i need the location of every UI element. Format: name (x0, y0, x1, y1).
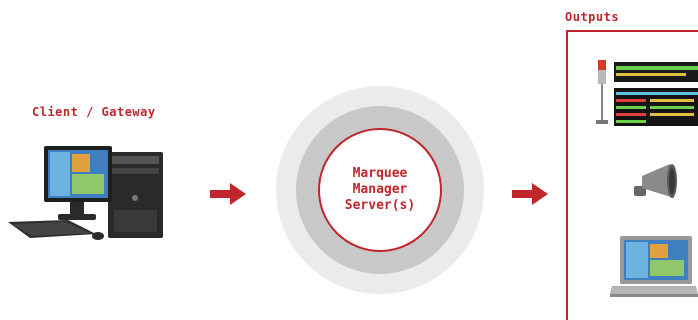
desktop-computer-icon (8, 146, 163, 240)
server-label-line-2: Manager (352, 182, 408, 197)
flow-arrow-to-server (210, 183, 246, 205)
client-gateway-label: Client / Gateway (32, 105, 156, 119)
flow-arrow-to-outputs (512, 183, 548, 205)
server-inner-circle: Marquee Manager Server(s) (318, 128, 442, 252)
led-display-sign-icon (596, 60, 698, 126)
server-circle: Marquee Manager Server(s) (276, 86, 484, 294)
server-label: Marquee Manager Server(s) (345, 166, 415, 214)
outputs-bracket (566, 30, 698, 320)
outputs-label: Outputs (565, 10, 620, 24)
server-label-line-3: Server(s) (344, 198, 416, 213)
laptop-icon (610, 236, 698, 297)
speaker-horn-icon (634, 164, 677, 198)
server-label-line-1: Marquee (352, 166, 408, 181)
